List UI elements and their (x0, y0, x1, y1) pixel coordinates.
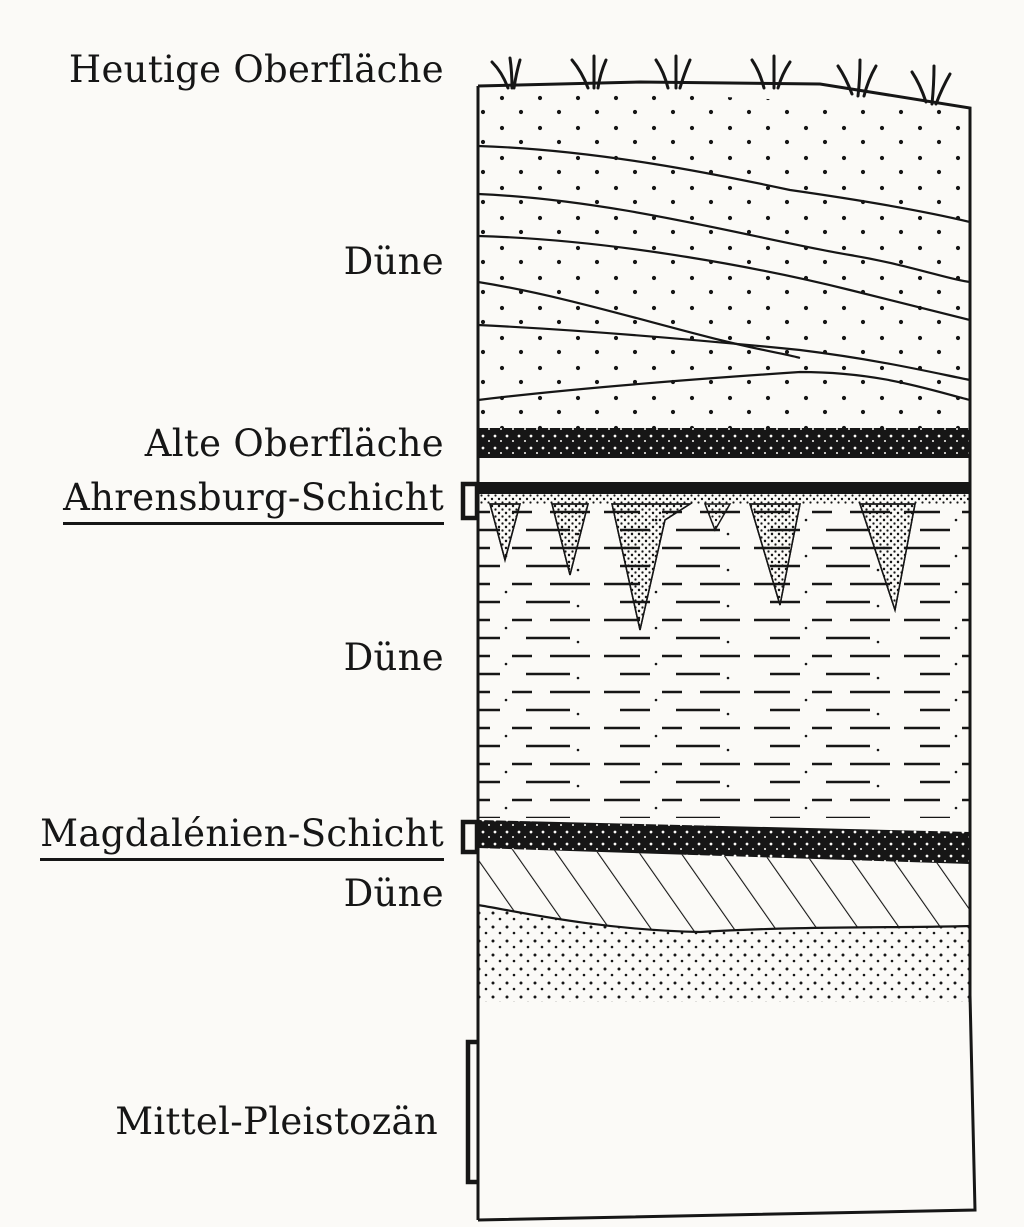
label-magdalenian-layer: Magdalénien-Schicht (40, 812, 444, 861)
label-old-surface: Alte Oberfläche (145, 422, 444, 466)
label-dune-middle: Düne (344, 636, 444, 680)
layer-dune-upper (478, 86, 970, 428)
layer-middle-pleistocene (478, 1042, 970, 1220)
magdalenian-marker (463, 822, 477, 852)
layer-old-surface (478, 428, 970, 480)
label-dune-lower: Düne (344, 872, 444, 916)
label-middle-pleistocene: Mittel-Pleistozän (115, 1100, 438, 1144)
label-surface-today: Heutige Oberfläche (69, 48, 444, 92)
label-ahrensburg-layer: Ahrensburg-Schicht (63, 476, 444, 525)
ahrensburg-marker (463, 484, 477, 518)
layer-dune-middle (478, 504, 970, 818)
find-layer-markers (463, 484, 478, 1182)
label-dune-upper: Düne (344, 240, 444, 284)
